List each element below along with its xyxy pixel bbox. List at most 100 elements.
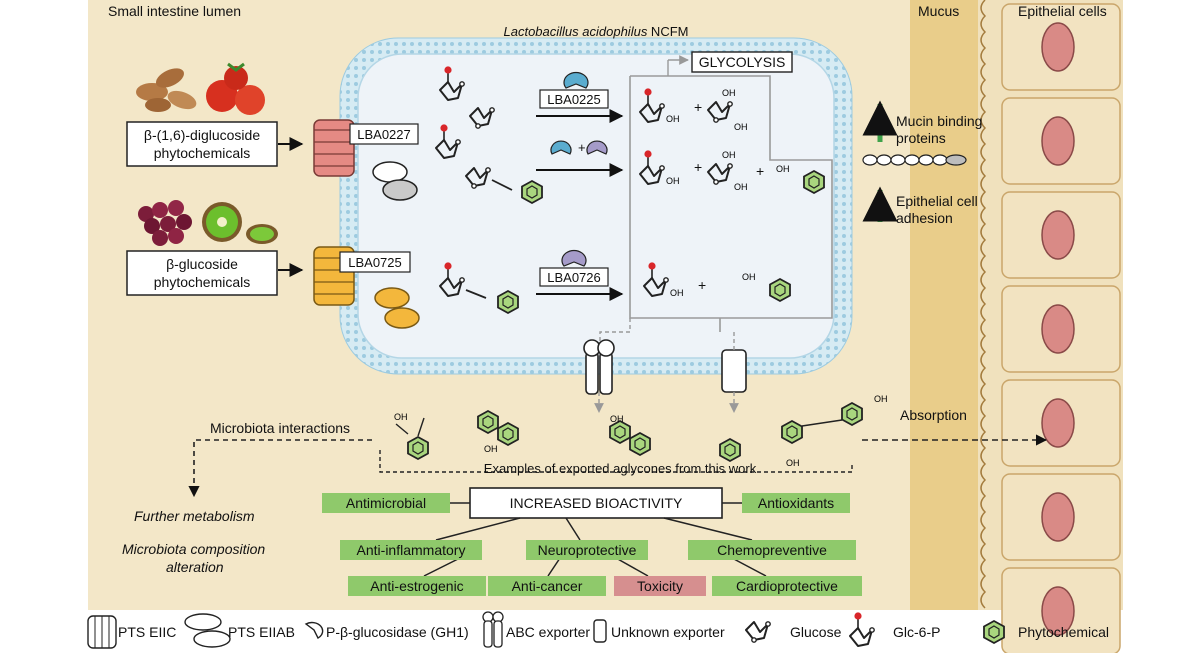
mucin-chain [862,154,967,166]
cell-nucleus [1041,304,1075,354]
cell-nucleus [1041,586,1075,636]
transporter-1-box [349,123,419,145]
nuts-tomatoes-image [136,62,265,115]
mucin-binding-1: Mucin binding [896,113,982,129]
legend-pts-eiiab-icon [184,613,231,648]
diglucoside-label-2: phytochemicals [154,145,251,161]
adhesion-2: adhesion [896,210,953,226]
mucus-layer [910,0,980,610]
eiiab-1-bottom-icon [382,179,418,201]
composition-1: Microbiota composition [122,541,265,557]
grapes-kiwi-image [138,200,278,246]
mucus-label: Mucus [918,3,959,19]
legend-glucose-icon [745,620,772,644]
effect-label: Antioxidants [758,495,834,511]
svg-text:OH: OH [874,394,888,404]
diglucoside-label-1: β-(1,6)-diglucoside [144,127,260,143]
effect-label: Antimicrobial [346,495,426,511]
svg-text:OH: OH [670,288,684,298]
microbiota-interactions: Microbiota interactions [210,420,350,436]
effect-label: Toxicity [637,578,683,594]
effect-box [526,540,648,560]
cell-nucleus [1041,210,1075,260]
legend-label-1: PTS EIIAB [228,624,295,640]
abc-exporter-icon [583,339,615,395]
svg-text:+: + [694,159,702,175]
product-row-1: OH + OH OH [639,87,748,132]
adhesion-1: Epithelial cell [896,193,978,209]
bioactivity-effects: Antimicrobial AntioxidantsAnti-inflammato… [322,493,862,596]
transporter-2-box [339,251,411,273]
cell-nucleus [1041,116,1075,166]
effect-box [742,493,850,513]
legend-label-7: Phytochemical [1018,624,1109,640]
svg-text:OH: OH [742,272,756,282]
product-row-3: OH + OH [643,261,791,302]
enzyme-1-label: LBA0225 [547,92,601,107]
svg-text:+: + [694,99,702,115]
legend-label-0: PTS EIIC [118,624,176,640]
legend-glc6p-icon [849,611,876,647]
glucoside-box [126,250,278,296]
effect-box [322,493,450,513]
glucoside-label-1: β-glucoside [166,256,238,272]
pts-eiic-pink-icon [313,119,355,177]
legend: PTS EIIC PTS EIIAB P-β-glucosidase (GH1)… [87,611,1109,649]
bioactivity-title: INCREASED BIOACTIVITY [510,495,683,511]
diglucoside-phenol-molecule [435,123,543,204]
svg-text:+: + [756,163,764,179]
legend-label-6: Glc-6-P [893,624,940,640]
glucoside-phenol-molecule [439,261,519,314]
svg-text:OH: OH [734,122,748,132]
mucin-binding-2: proteins [896,130,946,146]
effect-label: Anti-cancer [512,578,583,594]
effect-label: Cardioprotective [736,578,838,594]
effect-box [348,576,486,596]
svg-text:OH: OH [786,458,800,468]
svg-text:OH: OH [734,182,748,192]
product-row-2: OH + OH OH + OH [639,149,825,194]
transporter-1-label: LBA0227 [357,127,411,142]
legend-phytochemical-icon [983,620,1005,644]
transporter-2-label: LBA0725 [348,255,402,270]
enzyme-2-box [539,267,609,287]
enzyme-purple-icon [561,249,587,267]
epithelial-cells [1001,3,1121,653]
effect-box [688,540,856,560]
svg-text:OH: OH [776,164,790,174]
legend-abc-exporter-icon [482,611,504,648]
svg-text:OH: OH [394,412,408,422]
effect-box [488,576,606,596]
further-metabolism: Further metabolism [134,508,255,524]
cell-nucleus [1041,22,1075,72]
svg-text:+: + [698,277,706,293]
glucoside-label-2: phytochemicals [154,274,251,290]
legend-pts-eiic-icon [87,615,117,649]
svg-text:OH: OH [722,88,736,98]
effect-label: Anti-estrogenic [370,578,463,594]
svg-text:OH: OH [666,176,680,186]
svg-text:OH: OH [666,114,680,124]
legend-label-4: Unknown exporter [611,624,725,640]
effect-box [340,540,482,560]
effect-label: Anti-inflammatory [357,542,466,558]
svg-text:OH: OH [722,150,736,160]
svg-text:OH: OH [610,414,624,424]
effect-box [614,576,706,596]
eiiab-2-top-icon [374,287,410,309]
epithelial-label: Epithelial cells [1018,3,1107,19]
absorption-label: Absorption [900,407,967,423]
legend-label-3: ABC exporter [506,624,590,640]
legend-unknown-exporter-icon [593,619,607,643]
composition-2: alteration [166,559,224,575]
enzyme-blue-icon [563,71,589,89]
effect-box [712,576,862,596]
cell-nucleus [1041,492,1075,542]
exported-caption: Examples of exported aglycones from this… [484,461,757,476]
enzyme-pair-icon: + [550,140,608,155]
organism-name: Lactobacillus acidophilus NCFM [504,24,689,39]
aglycone-structures: OH OH OH OH OH [394,394,888,468]
legend-glucosidase-icon [304,621,324,639]
lumen-label: Small intestine lumen [108,3,241,19]
